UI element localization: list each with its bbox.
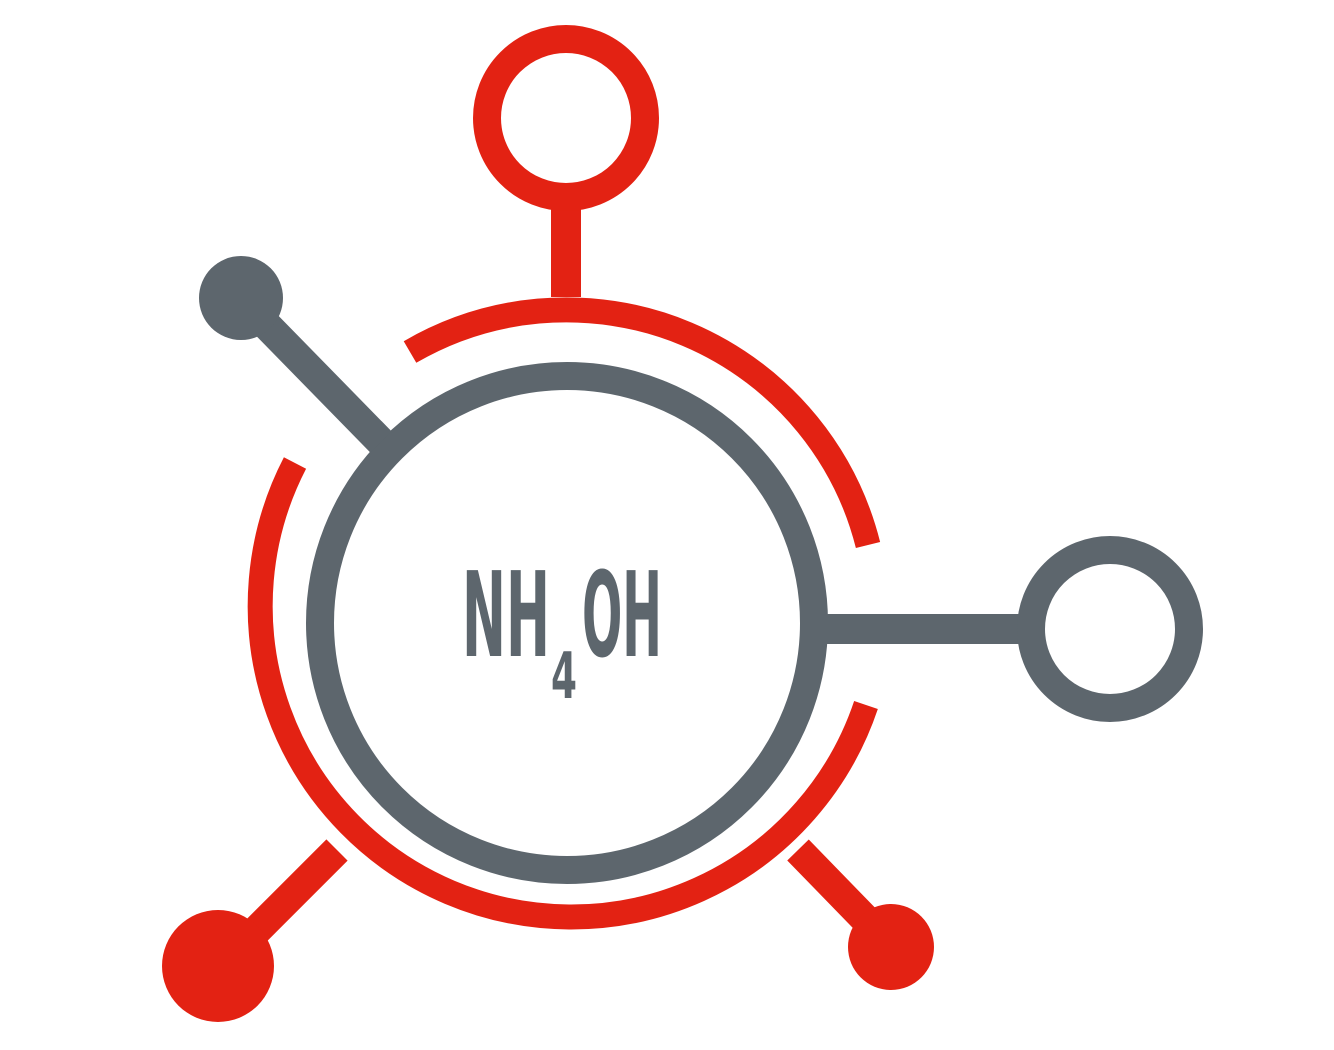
formula-subscript: 4: [551, 640, 577, 714]
lower-left-atom: [162, 910, 274, 1022]
top-atom: [473, 25, 659, 211]
outer-arc-lower: [247, 457, 878, 930]
bond-lower-right: [787, 839, 879, 933]
nucleus-ring: [306, 362, 828, 884]
upper-left-atom: [199, 256, 283, 340]
formula-tail: OH: [582, 546, 662, 684]
formula-main: NH: [462, 546, 550, 684]
lower-right-atom: [848, 904, 934, 990]
outer-arc-upper-right: [403, 297, 881, 549]
right-atom: [1017, 536, 1203, 722]
